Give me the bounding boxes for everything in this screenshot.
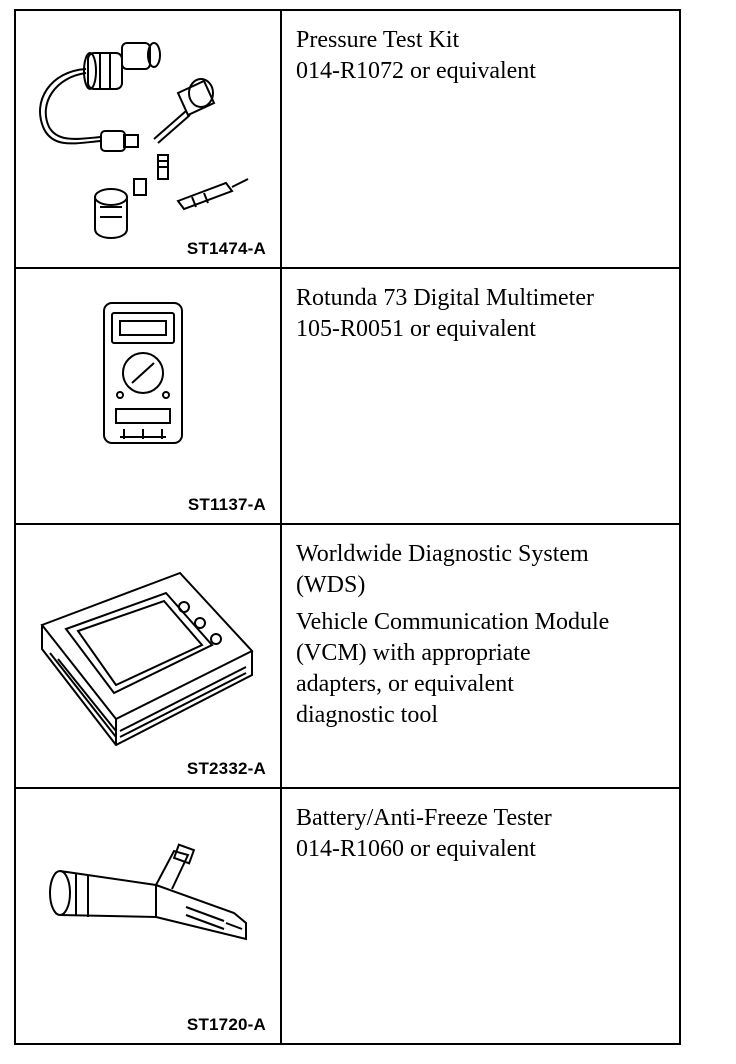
tool-description: Worldwide Diagnostic System (WDS) Vehicl… <box>296 539 671 731</box>
tool-description-line: adapters, or equivalent <box>296 671 514 697</box>
tool-row-diagnostic-system: ST2332-A Worldwide Diagnostic System (WD… <box>16 525 679 789</box>
tool-image-cell: ST2332-A <box>16 525 282 787</box>
digital-multimeter-icon <box>103 302 183 444</box>
tool-name: Pressure Test Kit <box>296 27 460 53</box>
tool-ref-code: ST1720-A <box>186 1015 266 1034</box>
tool-description: Battery/Anti-Freeze Tester 014-R1060 or … <box>296 803 671 865</box>
tool-name: Rotunda 73 Digital Multimeter <box>296 285 594 311</box>
tool-description: Pressure Test Kit 014-R1072 or equivalen… <box>296 25 671 87</box>
tool-image-cell: ST1137-A <box>16 269 282 523</box>
antifreeze-tester-icon <box>49 843 247 941</box>
tool-ref-code: ST2332-A <box>186 759 266 778</box>
tool-description-line: diagnostic tool <box>296 702 438 728</box>
tool-image-cell: ST1720-A <box>16 789 282 1043</box>
tool-description-line: (VCM) with appropriate <box>296 640 531 666</box>
tool-name: Battery/Anti-Freeze Tester <box>296 805 552 831</box>
special-tools-table: ST1474-A Pressure Test Kit 014-R1072 or … <box>14 9 681 1045</box>
tool-row-digital-multimeter: ST1137-A Rotunda 73 Digital Multimeter 1… <box>16 269 679 525</box>
diagnostic-system-icon <box>40 571 254 747</box>
tool-row-pressure-test-kit: ST1474-A Pressure Test Kit 014-R1072 or … <box>16 11 679 269</box>
tool-ref-code: ST1474-A <box>186 239 266 258</box>
tool-row-antifreeze-tester: ST1720-A Battery/Anti-Freeze Tester 014-… <box>16 789 679 1043</box>
tool-name: Worldwide Diagnostic System <box>296 541 589 567</box>
tool-part-number: 105-R0051 or equivalent <box>296 316 536 342</box>
tool-ref-code: ST1137-A <box>187 495 266 514</box>
tool-part-number: 014-R1072 or equivalent <box>296 58 536 84</box>
tool-name-secondary: Vehicle Communication Module <box>296 609 610 635</box>
tool-part-number: 014-R1060 or equivalent <box>296 836 536 862</box>
tool-description: Rotunda 73 Digital Multimeter 105-R0051 … <box>296 283 671 345</box>
tool-name-abbreviation: (WDS) <box>296 572 366 598</box>
tool-image-cell: ST1474-A <box>16 11 282 267</box>
pressure-test-kit-icon <box>39 42 249 239</box>
